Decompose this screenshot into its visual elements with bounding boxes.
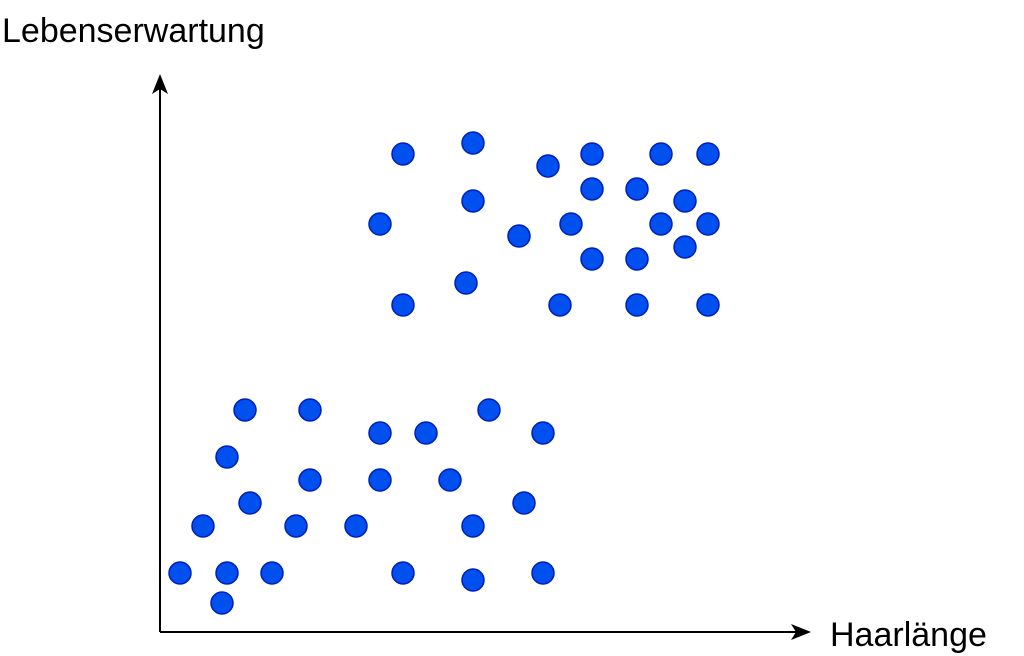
data-point-cluster-low <box>191 514 215 538</box>
data-point-cluster-high <box>696 142 720 166</box>
data-point-cluster-low <box>215 561 239 585</box>
data-point-cluster-high <box>548 293 572 317</box>
data-point-cluster-high <box>461 189 485 213</box>
data-point-cluster-low <box>298 398 322 422</box>
data-point-cluster-low <box>368 468 392 492</box>
data-point-cluster-high <box>649 142 673 166</box>
data-point-cluster-high <box>507 224 531 248</box>
data-point-cluster-high <box>696 293 720 317</box>
data-point-cluster-low <box>260 561 284 585</box>
data-point-cluster-low <box>368 421 392 445</box>
data-point-cluster-low <box>461 568 485 592</box>
data-point-cluster-high <box>391 142 415 166</box>
data-point-cluster-low <box>298 468 322 492</box>
data-point-cluster-high <box>625 247 649 271</box>
data-point-cluster-high <box>696 212 720 236</box>
data-point-cluster-high <box>368 212 392 236</box>
data-point-cluster-high <box>454 271 478 295</box>
data-point-cluster-low <box>238 491 262 515</box>
data-point-cluster-low <box>531 561 555 585</box>
data-point-cluster-high <box>580 247 604 271</box>
data-point-cluster-high <box>559 212 583 236</box>
data-point-cluster-high <box>580 142 604 166</box>
data-point-cluster-high <box>461 131 485 155</box>
data-point-cluster-high <box>673 235 697 259</box>
y-axis-arrow-icon <box>152 74 168 94</box>
data-point-cluster-low <box>461 514 485 538</box>
data-point-cluster-low <box>477 398 501 422</box>
data-point-cluster-high <box>673 189 697 213</box>
x-axis-label: Haarlänge <box>830 616 987 654</box>
data-point-cluster-low <box>391 561 415 585</box>
data-point-cluster-low <box>531 421 555 445</box>
data-point-cluster-high <box>391 293 415 317</box>
data-point-cluster-high <box>649 212 673 236</box>
data-point-cluster-low <box>344 514 368 538</box>
data-point-cluster-high <box>625 177 649 201</box>
data-point-cluster-low <box>215 445 239 469</box>
data-point-cluster-low <box>210 591 234 615</box>
y-axis-label: Lebenserwartung <box>2 12 265 50</box>
data-point-cluster-high <box>536 154 560 178</box>
data-point-cluster-low <box>233 398 257 422</box>
data-point-cluster-low <box>168 561 192 585</box>
data-point-cluster-low <box>284 514 308 538</box>
data-point-cluster-low <box>512 491 536 515</box>
data-point-cluster-low <box>438 468 462 492</box>
data-point-cluster-high <box>580 177 604 201</box>
x-axis-arrow-icon <box>791 624 811 640</box>
data-point-cluster-low <box>414 421 438 445</box>
data-point-cluster-high <box>625 293 649 317</box>
